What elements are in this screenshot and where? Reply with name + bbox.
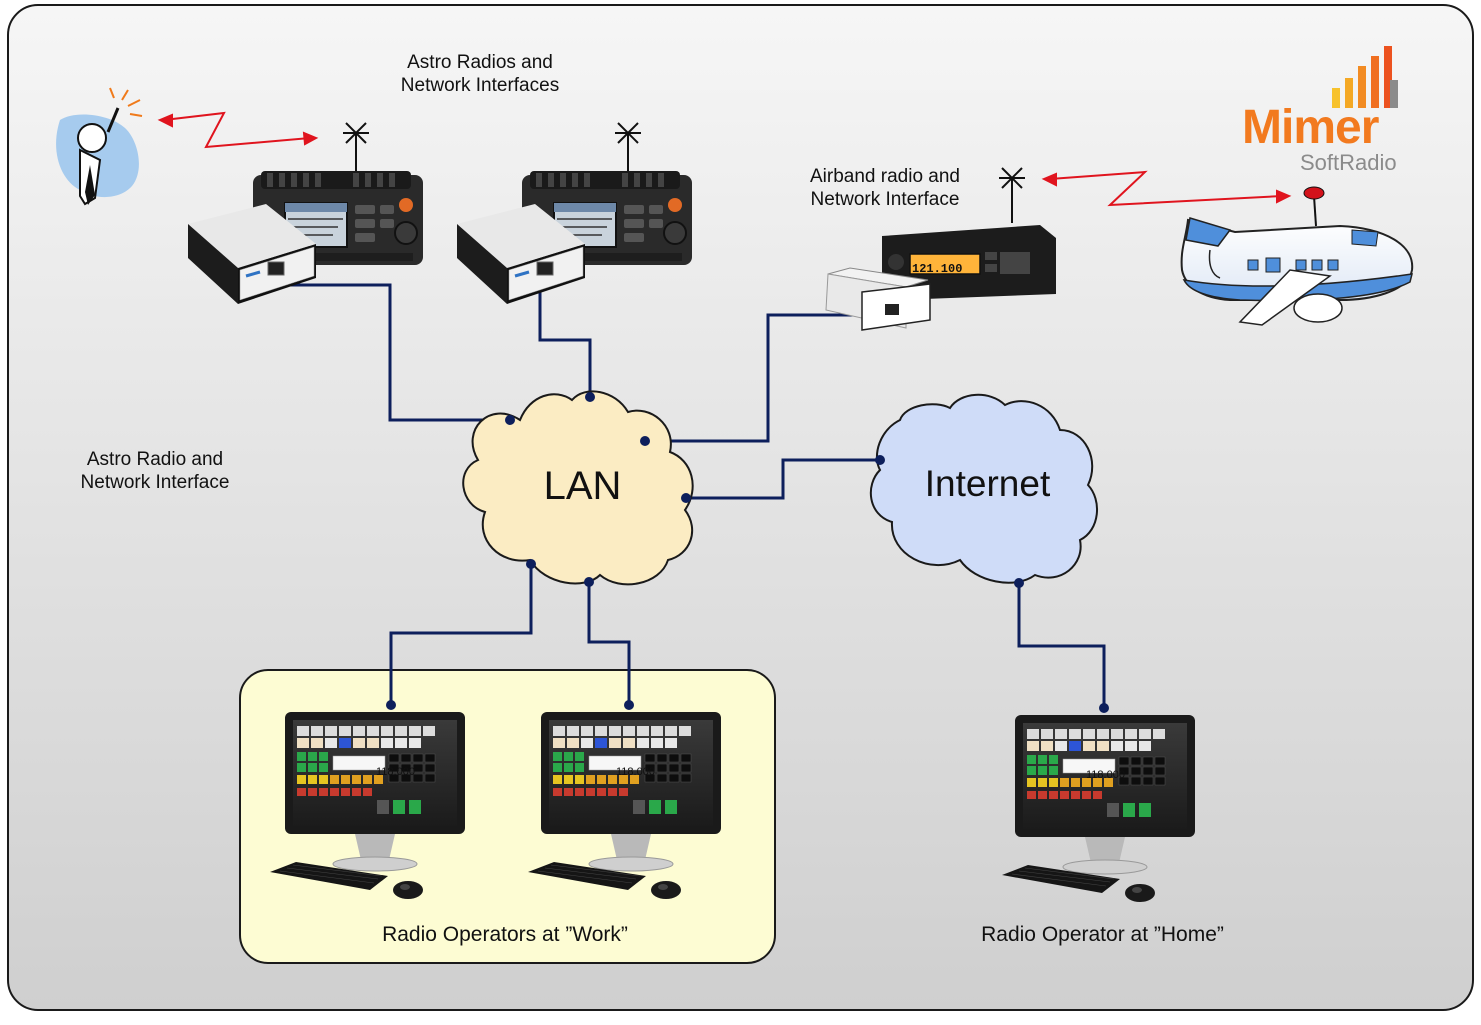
astro-radio-single-label: Astro Radio and Network Interface — [50, 449, 260, 495]
logo-subtitle: SoftRadio — [1300, 150, 1397, 175]
logo-name: Mimer — [1242, 101, 1379, 154]
airplane-icon — [1180, 186, 1414, 326]
astro-radio-single-label-line1: Astro Radio and — [86, 449, 224, 470]
lan-cloud — [462, 390, 694, 586]
network-lines — [268, 283, 1106, 708]
signal-bars-icon — [1332, 46, 1398, 108]
airband-label: Airband radio and Network Interface — [780, 166, 990, 212]
radio-link-right — [1041, 170, 1292, 207]
walkie-talkie-person-icon — [56, 87, 143, 206]
airband-label-line2: Network Interface — [810, 188, 960, 210]
airband-interface-icon — [825, 267, 931, 331]
screen-freq-text: 118.000 — [1086, 769, 1125, 781]
astro-radio-single-label-line2: Network Interface — [80, 471, 230, 493]
airband-display-text: 121.100 — [912, 262, 962, 276]
internet-label: Internet — [924, 463, 1051, 504]
radio-link-left — [157, 111, 319, 149]
astro-radios-label-line2: Network Interfaces — [400, 74, 560, 96]
astro-radios-label-line1: Astro Radios and — [407, 52, 553, 73]
screen-freq-text: 118.000 — [376, 766, 415, 778]
home-operator-label: Radio Operator at ”Home” — [981, 923, 1224, 946]
airband-label-line1: Airband radio and — [810, 166, 960, 187]
work-operators-label: Radio Operators at ”Work” — [382, 923, 628, 946]
astro-radios-label: Astro Radios and Network Interfaces — [370, 52, 590, 98]
lan-label: LAN — [543, 464, 622, 508]
internet-cloud — [869, 393, 1099, 584]
screen-freq-text: 118.000 — [616, 766, 655, 778]
